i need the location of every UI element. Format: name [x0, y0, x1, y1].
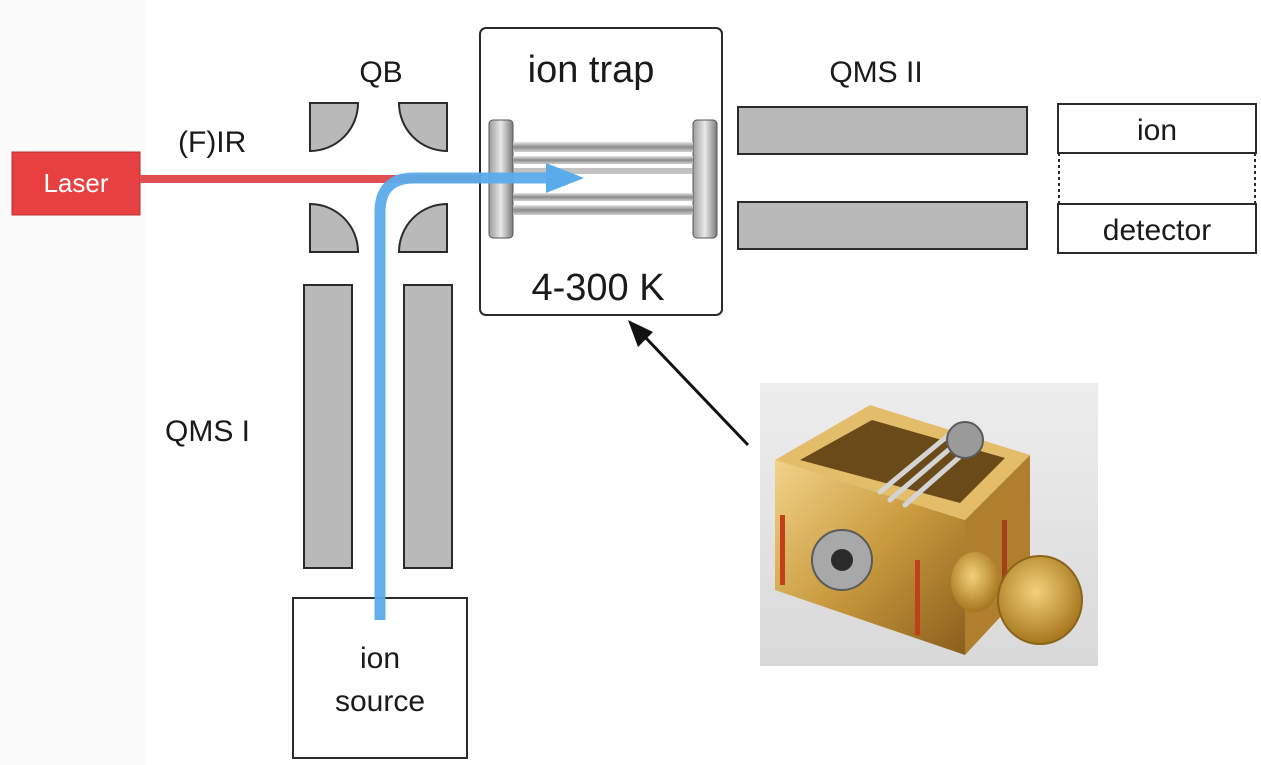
qms2-rod-bottom [737, 201, 1028, 250]
qms2-label: QMS II [829, 56, 922, 89]
ion-source-label-bottom: source [335, 685, 425, 718]
firir-label: (F)IR [178, 126, 246, 159]
ion-detector: ion detector [1057, 103, 1257, 254]
photo-pointer-arrowhead [628, 320, 653, 347]
photo-coin-back [951, 552, 999, 612]
trap-rod-4 [513, 205, 693, 215]
trap-rod-3 [513, 193, 693, 201]
temperature-label: 4-300 K [531, 267, 664, 309]
ion-detector-box-bottom [1057, 203, 1257, 254]
photo-slot-side [1002, 520, 1007, 590]
trap-flange-right [692, 119, 718, 239]
ion-detector-box-top [1057, 103, 1257, 154]
left-margin-strip [0, 0, 146, 765]
quadrupole-bender [309, 102, 448, 253]
ion-trap-label: ion trap [528, 49, 655, 91]
qb-electrode-top-left [309, 102, 360, 153]
photo-slot-right [915, 560, 920, 635]
photo-slot-left [780, 515, 785, 585]
ion-beam-path [374, 172, 548, 620]
qms2-rod-top [737, 106, 1028, 155]
ion-trap: ion trap 4-300 K [479, 27, 723, 316]
trap-rod-5 [513, 168, 693, 174]
qms1-rods [303, 284, 453, 569]
qb-electrode-bottom-left [309, 202, 360, 253]
laser-source: Laser [11, 151, 141, 216]
laser-label: Laser [43, 168, 108, 198]
trap-rod-1 [513, 142, 693, 152]
detector-label-bottom: detector [1103, 214, 1211, 247]
photo-trap-flange [946, 421, 984, 459]
ion-source-box [292, 597, 468, 759]
ion-source: ion source [292, 597, 468, 759]
qms1-rod-left [303, 284, 353, 569]
ion-source-label-top: ion [360, 642, 400, 675]
detector-label-top: ion [1137, 114, 1177, 147]
ion-beam-arrowhead [546, 163, 584, 193]
photo-front-flange-center [831, 549, 853, 571]
trap-rod-2 [513, 156, 693, 164]
photo-coin-front [997, 555, 1083, 645]
photo-pointer-line [643, 335, 750, 447]
qms1-label: QMS I [165, 415, 250, 448]
ion-trap-photo [760, 383, 1098, 666]
qb-label: QB [359, 56, 402, 89]
qb-electrode-top-right [397, 102, 448, 153]
qms2-rods [737, 106, 1028, 250]
laser-beam [140, 175, 600, 183]
photo-gold-box-cavity [800, 420, 1005, 503]
laser-box [11, 151, 141, 216]
qb-electrode-bottom-right [397, 202, 448, 253]
qms1-rod-right [403, 284, 453, 569]
